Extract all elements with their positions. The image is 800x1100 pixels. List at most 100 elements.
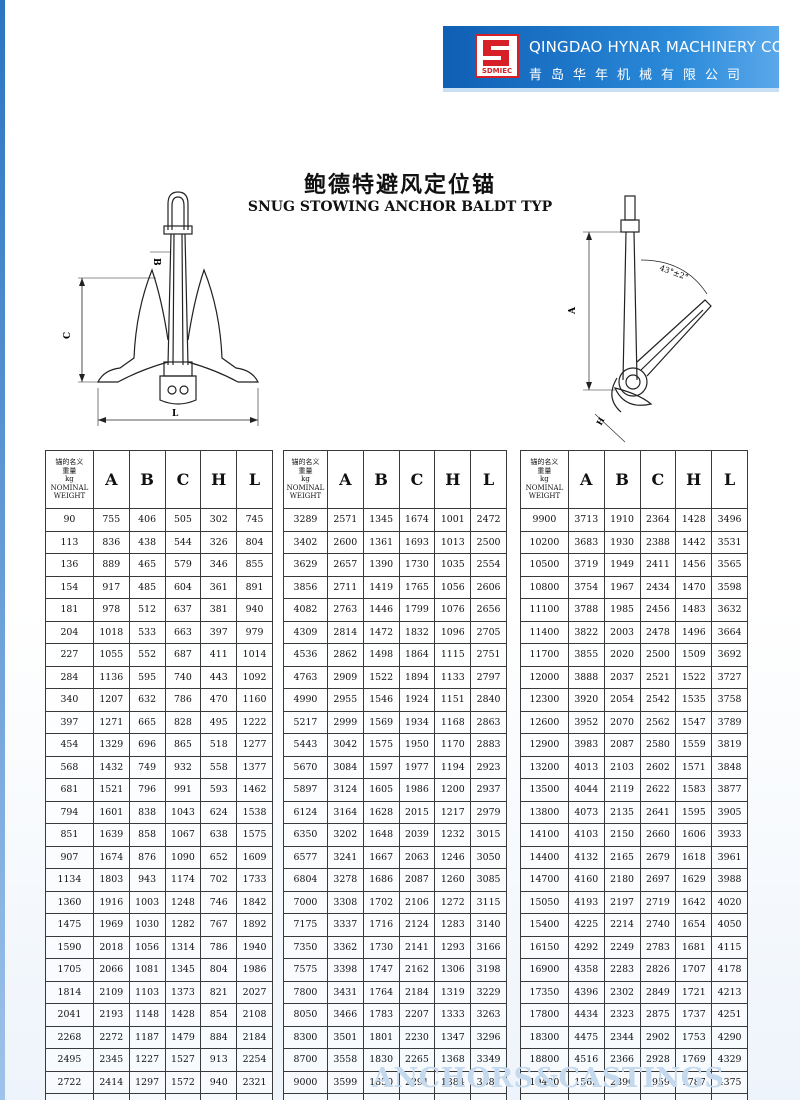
cell-dimension: 4375 [711, 1070, 748, 1094]
header-label-line: WEIGHT [528, 492, 561, 501]
cell-dimension: 1217 [434, 800, 472, 824]
cell-nominal-weight: 11700 [520, 643, 569, 667]
cell-dimension: 1498 [362, 643, 400, 667]
cell-dimension: 2141 [398, 935, 436, 959]
cell-nominal-weight: 10500 [520, 553, 569, 577]
cell-dimension: 4213 [711, 980, 748, 1004]
cell-nominal-weight: 568 [45, 755, 94, 779]
cell-nominal-weight: 5217 [283, 710, 328, 734]
cell-nominal-weight: 2495 [45, 1048, 94, 1072]
cell-dimension: 943 [128, 868, 166, 892]
cell-dimension: 1930 [603, 530, 641, 554]
cell-dimension: 2018 [92, 935, 130, 959]
cell-dimension: 1595 [675, 800, 713, 824]
cell-nominal-weight: 12000 [520, 665, 569, 689]
cell-dimension: 1538 [236, 800, 273, 824]
cell-nominal-weight: 454 [45, 733, 94, 757]
cell-dimension: 4329 [711, 1048, 748, 1072]
cell-nominal-weight: 16150 [520, 935, 569, 959]
cell-dimension: 1977 [398, 755, 436, 779]
cell-dimension: 1345 [164, 958, 202, 982]
cell-dimension: 1319 [434, 980, 472, 1004]
cell-dimension: 3202 [326, 823, 364, 847]
cell-dimension: 1535 [675, 688, 713, 712]
cell-dimension: 979 [236, 620, 273, 644]
cell-dimension: 1271 [92, 710, 130, 734]
cell-nominal-weight: 5897 [283, 778, 328, 802]
cell-dimension: 891 [236, 575, 273, 599]
cell-dimension: 1674 [398, 508, 436, 532]
cell-nominal-weight: 9000 [283, 1070, 328, 1094]
cell-dimension: 3398 [326, 958, 364, 982]
cell-dimension: 1601 [92, 800, 130, 824]
table-row: 29492479133016149662381 [45, 1093, 273, 1100]
cell-dimension: 2763 [326, 598, 364, 622]
cell-dimension: 3822 [567, 620, 605, 644]
cell-dimension: 637 [164, 598, 202, 622]
cell-dimension: 1446 [362, 598, 400, 622]
cell-dimension: 2751 [470, 643, 507, 667]
cell-nominal-weight: 340 [45, 688, 94, 712]
cell-dimension: 558 [200, 755, 238, 779]
cell-nominal-weight: 3402 [283, 530, 328, 554]
header-col-a: A [92, 450, 130, 509]
cell-dimension: 1618 [675, 845, 713, 869]
cell-dimension: 1428 [675, 508, 713, 532]
cell-dimension: 3983 [567, 733, 605, 757]
cell-dimension: 1227 [128, 1048, 166, 1072]
logo-mark-icon [483, 40, 509, 66]
cell-dimension: 1583 [675, 778, 713, 802]
cell-dimension: 2826 [639, 958, 677, 982]
cell-dimension: 1892 [236, 913, 273, 937]
cell-dimension: 2656 [470, 598, 507, 622]
cell-dimension: 1462 [236, 778, 273, 802]
header-label-line: WEIGHT [289, 492, 322, 501]
cell-dimension: 1765 [398, 575, 436, 599]
cell-nominal-weight: 1475 [45, 913, 94, 937]
cell-dimension: 2039 [398, 823, 436, 847]
cell-nominal-weight: 4536 [283, 643, 328, 667]
cell-nominal-weight: 12900 [520, 733, 569, 757]
dim-label-c: C [63, 332, 73, 339]
cell-dimension: 2849 [639, 980, 677, 1004]
cell-dimension: 1642 [675, 890, 713, 914]
cell-dimension: 1170 [434, 733, 472, 757]
page-title-cn: 鲍德特避风定位锚 [303, 173, 496, 198]
cell-nominal-weight: 12600 [520, 710, 569, 734]
cell-dimension: 397 [200, 620, 238, 644]
cell-nominal-weight: 7575 [283, 958, 328, 982]
cell-dimension: 4178 [711, 958, 748, 982]
cell-dimension: 2902 [639, 1025, 677, 1049]
cell-dimension: 3713 [567, 508, 605, 532]
cell-dimension: 1200 [434, 778, 472, 802]
cell-dimension: 3164 [326, 800, 364, 824]
cell-dimension: 1014 [236, 643, 273, 667]
header-col-a: A [326, 450, 364, 509]
cell-nominal-weight: 3289 [283, 508, 328, 532]
cell-dimension: 3531 [711, 530, 748, 554]
cell-dimension: 740 [164, 665, 202, 689]
cell-nominal-weight: 4990 [283, 688, 328, 712]
header-col-h: H [675, 450, 713, 509]
cell-dimension: 2955 [326, 688, 364, 712]
cell-dimension: 4132 [567, 845, 605, 869]
cell-dimension: 4292 [567, 935, 605, 959]
cell-nominal-weight: 14400 [520, 845, 569, 869]
